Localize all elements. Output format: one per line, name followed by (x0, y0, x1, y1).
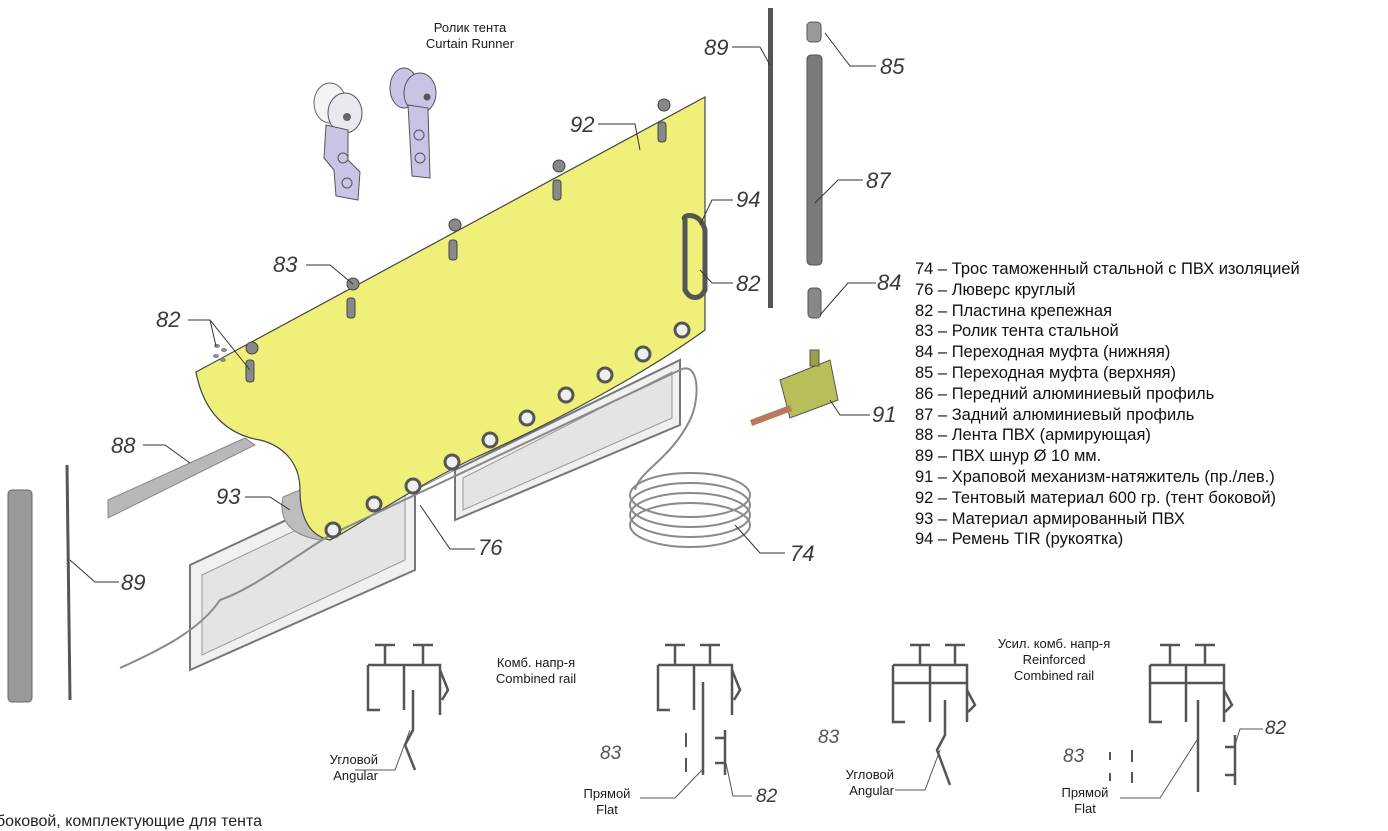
legend-item: 82 – Пластина крепежная (915, 301, 1113, 320)
ratchet-tensioner (750, 349, 839, 426)
rail-angular-2-label: Угловой Angular (822, 767, 894, 799)
callout-83-angular-2: 83 (818, 727, 840, 748)
curtain-runner-angled (313, 82, 363, 201)
parts-legend: 74 – Трос таможенный стальной с ПВХ изол… (915, 259, 1300, 550)
callout-89-bottom: 89 (121, 570, 146, 595)
callout-91: 91 (872, 402, 897, 427)
legend-item: 87 – Задний алюминиевый профиль (915, 405, 1195, 424)
legend-item: 89 – ПВХ шнур Ø 10 мм. (915, 447, 1102, 466)
callout-82-left: 82 (156, 307, 181, 332)
label-en: Angular (849, 783, 894, 798)
rail-angular-1-label: Угловой Angular (318, 752, 378, 784)
callout-74: 74 (790, 541, 815, 566)
rail-section-angular-1 (355, 643, 450, 771)
title-en: Combined rail (495, 671, 577, 686)
curtain-runner-caption-ru: Ролик тента (433, 20, 507, 35)
label-ru: Угловой (329, 752, 378, 767)
label-en: Flat (596, 802, 618, 817)
callout-87: 87 (866, 168, 891, 193)
callout-83-flat-2: 83 (1063, 746, 1085, 767)
callout-85: 85 (880, 54, 905, 79)
pvc-cord-bottom (65, 464, 72, 701)
rail-section-flat-2 (1109, 643, 1263, 799)
legend-item: 92 – Тентовый материал 600 гр. (тент бок… (915, 488, 1277, 507)
callout-82-flat-1: 82 (756, 786, 778, 807)
round-eyelets (324, 321, 691, 539)
legend-item: 74 – Трос таможенный стальной с ПВХ изол… (915, 260, 1300, 278)
curtain-runner-straight (389, 67, 437, 179)
callout-93: 93 (216, 484, 241, 509)
title-ru: Комб. напр-я (496, 655, 576, 670)
label-ru: Прямой (1061, 785, 1109, 800)
legend-item: 88 – Лента ПВХ (армирующая) (915, 426, 1151, 445)
legend-item: 86 – Передний алюминиевый профиль (915, 384, 1215, 403)
legend-item: 93 – Материал армированный ПВХ (915, 509, 1185, 528)
callout-89-top: 89 (704, 35, 729, 60)
callout-92: 92 (570, 112, 595, 137)
pvc-reinforcing-strip (107, 437, 256, 519)
curtain-runner-caption: Ролик тента Curtain Runner (410, 20, 530, 52)
curtain-runner-caption-en: Curtain Runner (425, 36, 515, 51)
rail-section-flat-1 (640, 643, 752, 799)
rail-flat-2-label: Прямой Flat (1050, 785, 1120, 817)
steel-cable-pvc (119, 367, 751, 669)
rail-flat-1-label: Прямой Flat (572, 786, 642, 818)
callout-76: 76 (478, 535, 503, 560)
rear-aluminium-profile (806, 54, 823, 266)
leader-lines (69, 32, 876, 583)
lower-coupling (807, 287, 822, 319)
legend-item: 84 – Переходная муфта (нижняя) (915, 343, 1171, 362)
callout-94: 94 (736, 187, 761, 212)
upper-coupling (806, 21, 822, 43)
tarp-side-curtain (195, 95, 706, 541)
label-en: Angular (333, 768, 378, 783)
callout-83: 83 (273, 252, 298, 277)
title-en-1: Reinforced (1022, 652, 1086, 667)
legend-item: 83 – Ролик тента стальной (915, 322, 1119, 341)
callout-84: 84 (877, 270, 902, 295)
rail-section-angular-2 (891, 643, 977, 791)
label-en: Flat (1074, 801, 1096, 816)
legend-item: 85 – Переходная муфта (верхняя) (915, 363, 1176, 382)
title-ru: Усил. комб. напр-я (997, 636, 1111, 651)
tir-strap-handle (681, 213, 708, 300)
callout-83-flat-1: 83 (600, 743, 622, 764)
reinforced-rail-title: Усил. комб. напр-я Reinforced Combined r… (984, 636, 1124, 684)
legend-item: 76 – Люверс круглый (915, 280, 1076, 299)
front-aluminium-profile (7, 489, 33, 703)
combined-rail-title: Комб. напр-я Combined rail (486, 655, 586, 687)
label-ru: Угловой (845, 767, 894, 782)
legend-item: 91 – Храповой механизм-натяжитель (пр./л… (915, 467, 1275, 486)
label-ru: Прямой (583, 786, 631, 801)
callout-82-flat-2: 82 (1265, 718, 1287, 739)
cropped-caption: боковой, комплектующие для тента (0, 813, 263, 830)
callout-82-handle: 82 (736, 271, 761, 296)
callout-88: 88 (111, 433, 136, 458)
pvc-cord-top (768, 8, 773, 308)
legend-item: 94 – Ремень TIR (рукоятка) (915, 530, 1124, 549)
title-en-2: Combined rail (1013, 668, 1095, 683)
